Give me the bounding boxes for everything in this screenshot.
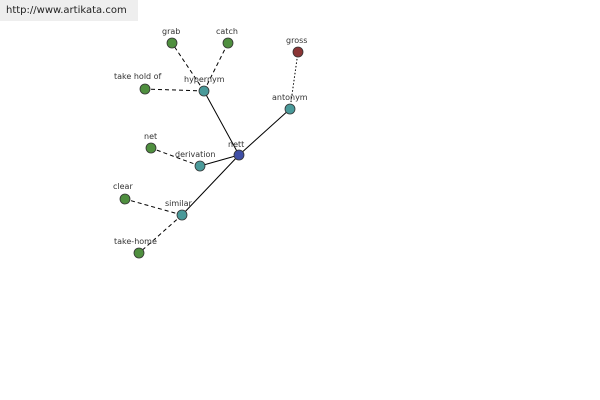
node-derivation[interactable]: derivation: [175, 150, 215, 172]
node-label-clear: clear: [113, 182, 133, 191]
node-label-derivation: derivation: [175, 150, 215, 159]
node-dot-grab[interactable]: [166, 37, 178, 49]
node-antonym[interactable]: antonym: [272, 93, 308, 115]
edge-nett-to-similar: [181, 154, 240, 216]
node-label-grab: grab: [162, 27, 180, 36]
edge-antonym-to-gross: [289, 51, 299, 110]
edge-nett-to-derivation: [199, 154, 240, 167]
site-url-banner[interactable]: http://www.artikata.com: [0, 0, 138, 21]
edge-nett-to-antonym: [238, 108, 291, 156]
node-dot-similar[interactable]: [176, 209, 188, 221]
edge-nett-to-hypernym: [203, 90, 240, 156]
edge-derivation-to-net: [150, 147, 201, 167]
node-nett[interactable]: nett: [228, 140, 245, 161]
node-dot-clear[interactable]: [119, 193, 131, 205]
node-dot-take-hold-of[interactable]: [139, 83, 151, 95]
node-grab[interactable]: grab: [162, 27, 180, 49]
edge-hypernym-to-grab: [171, 42, 205, 92]
node-dot-hypernym[interactable]: [198, 85, 210, 97]
node-net[interactable]: net: [144, 132, 157, 154]
edge-hypernym-to-take-hold-of: [144, 88, 205, 92]
node-hypernym[interactable]: hypernym: [184, 75, 225, 97]
node-clear[interactable]: clear: [113, 182, 133, 205]
node-dot-take-home[interactable]: [133, 247, 145, 259]
node-label-take-hold-of: take hold of: [114, 72, 162, 81]
node-label-antonym: antonym: [272, 93, 308, 102]
node-dot-nett[interactable]: [233, 149, 245, 161]
node-dot-catch[interactable]: [222, 37, 234, 49]
node-label-gross: gross: [286, 36, 307, 45]
node-dot-derivation[interactable]: [194, 160, 206, 172]
edges-layer: [124, 42, 299, 254]
node-catch[interactable]: catch: [216, 27, 238, 49]
edge-similar-to-clear: [124, 198, 183, 216]
node-dot-net[interactable]: [145, 142, 157, 154]
edge-similar-to-take-home: [138, 214, 183, 254]
node-label-take-home: take-home: [114, 237, 157, 246]
node-gross[interactable]: gross: [286, 36, 307, 58]
node-similar[interactable]: similar: [165, 199, 193, 221]
edge-hypernym-to-catch: [203, 42, 229, 92]
node-take-home[interactable]: take-home: [114, 237, 157, 259]
node-label-catch: catch: [216, 27, 238, 36]
node-label-nett: nett: [228, 140, 244, 149]
node-label-similar: similar: [165, 199, 193, 208]
node-dot-gross[interactable]: [292, 46, 304, 58]
node-label-net: net: [144, 132, 157, 141]
node-dot-antonym[interactable]: [284, 103, 296, 115]
node-take-hold-of[interactable]: take hold of: [114, 72, 162, 95]
node-label-hypernym: hypernym: [184, 75, 225, 84]
nodes-layer: nett hypernym antonym derivation similar grab…: [113, 27, 308, 259]
